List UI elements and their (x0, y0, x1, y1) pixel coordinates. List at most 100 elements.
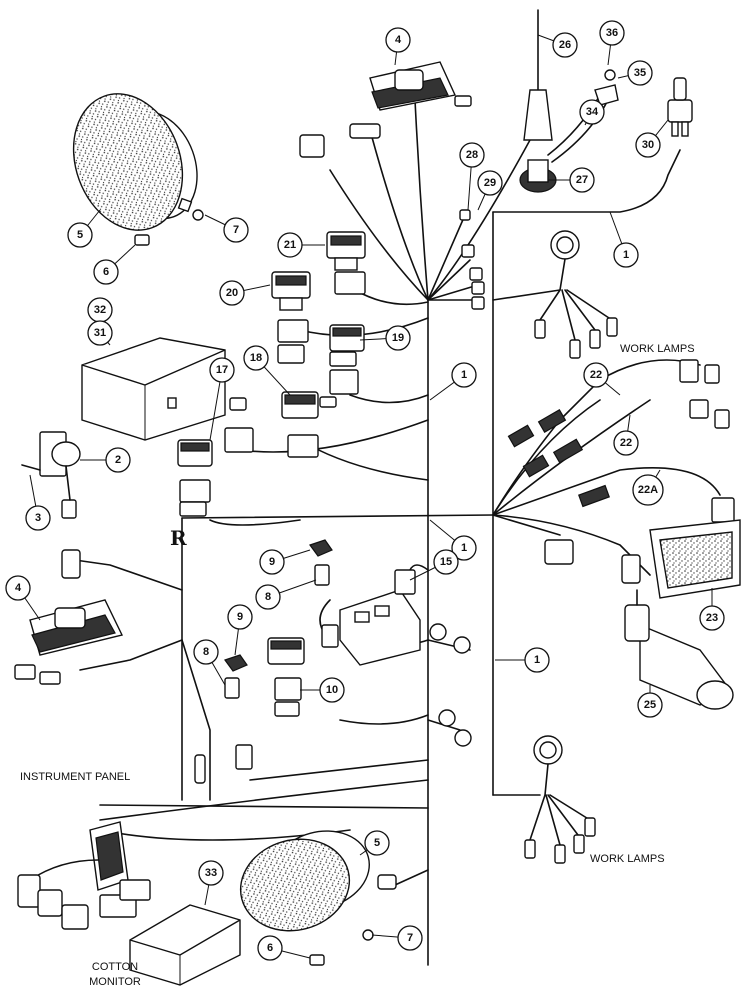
callout-8: 8 (255, 579, 317, 610)
callout-number: 6 (103, 266, 109, 278)
callout-26: 26 (537, 32, 578, 58)
callout-circle (223, 217, 249, 243)
dome-light-top (369, 61, 472, 111)
callout-number: 26 (559, 39, 571, 51)
callout-number: 15 (440, 556, 452, 568)
callout-22A: 22A (632, 469, 664, 506)
callout-36: 36 (599, 20, 625, 66)
callout-number: 19 (392, 332, 404, 344)
callout-number: 30 (642, 139, 654, 151)
callout-1: 1 (429, 362, 477, 401)
work-lamp-socket-bottom (524, 735, 596, 864)
callout-number: 8 (203, 646, 209, 658)
callout-number: 18 (250, 352, 262, 364)
callout-number: 32 (94, 304, 106, 316)
callout-number: 33 (205, 867, 217, 879)
callout-9: 9 (259, 549, 311, 575)
callout-circle (193, 639, 219, 665)
rocker-switch-20 (271, 271, 311, 311)
callout-5: 5 (67, 209, 101, 248)
antenna-assembly (519, 9, 619, 193)
callout-circle (87, 320, 113, 346)
callout-circle (632, 474, 664, 506)
callout-number: 5 (77, 229, 83, 241)
callout-4: 4 (5, 575, 41, 621)
callout-27: 27 (548, 167, 595, 193)
callout-6: 6 (93, 244, 136, 285)
callout-19: 19 (359, 325, 411, 351)
callout-circle (699, 605, 725, 631)
callout-21: 21 (277, 232, 325, 258)
callout-circle (385, 325, 411, 351)
switch-9-upper (309, 539, 339, 648)
callout-number: 4 (15, 582, 22, 594)
callout-circle (257, 935, 283, 961)
callout-number: 1 (461, 369, 467, 381)
callout-23: 23 (699, 588, 725, 631)
speaker-top (72, 93, 198, 231)
callout-2: 2 (80, 447, 131, 473)
callout-circle (5, 575, 31, 601)
callout-number: 1 (461, 542, 467, 554)
callout-number: 35 (634, 67, 646, 79)
callout-34: 34 (579, 99, 605, 126)
rocker-switch-17 (177, 397, 254, 517)
callout-number: 1 (534, 654, 540, 666)
cotton-monitor (129, 904, 241, 986)
switch-connector-group-1 (277, 271, 366, 367)
instrument-panel-connector (17, 821, 151, 930)
callout-18: 18 (243, 345, 291, 396)
callout-circle (583, 362, 609, 388)
callout-circle (255, 584, 281, 610)
callout-number: 22 (590, 369, 602, 381)
callout-3: 3 (25, 474, 51, 531)
callout-17: 17 (209, 357, 235, 441)
callout-circle (579, 99, 605, 125)
harness-marker-r: R (170, 526, 187, 550)
callout-circle (637, 692, 663, 718)
callout-number: 17 (216, 364, 228, 376)
callout-circle (277, 232, 303, 258)
callout-number: 6 (267, 942, 273, 954)
work-lamp-23 (544, 519, 741, 599)
callout-9: 9 (227, 604, 253, 656)
radio-module (81, 337, 226, 441)
callout-circle (451, 535, 477, 561)
callout-28: 28 (459, 142, 485, 211)
callout-number: 34 (586, 106, 599, 118)
callout-circle (259, 549, 285, 575)
speaker-bottom (239, 830, 397, 932)
callout-1: 1 (609, 211, 639, 268)
callout-number: 31 (94, 327, 106, 339)
callout-6: 6 (257, 935, 311, 961)
callout-1: 1 (495, 647, 550, 673)
callout-number: 27 (576, 174, 588, 186)
callout-number: 23 (706, 612, 718, 624)
switch-9-lower (224, 654, 253, 770)
callout-circle (25, 505, 51, 531)
callout-number: 1 (623, 249, 629, 261)
callout-number: 8 (265, 591, 271, 603)
label-work-lamps-bottom: WORK LAMPS (590, 853, 665, 865)
rocker-switch-21 (326, 231, 366, 271)
callout-circle (319, 677, 345, 703)
switch-30 (667, 77, 693, 137)
callout-29: 29 (477, 170, 503, 211)
callout-circle (198, 860, 224, 886)
callout-number: 7 (233, 224, 239, 236)
callout-circle (385, 27, 411, 53)
callout-7: 7 (204, 214, 249, 243)
callout-circle (93, 259, 119, 285)
callout-circle (459, 142, 485, 168)
callout-4: 4 (385, 27, 411, 66)
callout-circle (67, 222, 93, 248)
callout-31: 31 (87, 320, 113, 346)
rocker-switch-10 (267, 637, 305, 717)
callout-25: 25 (637, 685, 663, 718)
callout-circle (569, 167, 595, 193)
relay-block (339, 569, 421, 666)
label-cotton: COTTON (92, 961, 138, 973)
callout-number: 21 (284, 239, 296, 251)
wiper-motor (624, 589, 734, 710)
